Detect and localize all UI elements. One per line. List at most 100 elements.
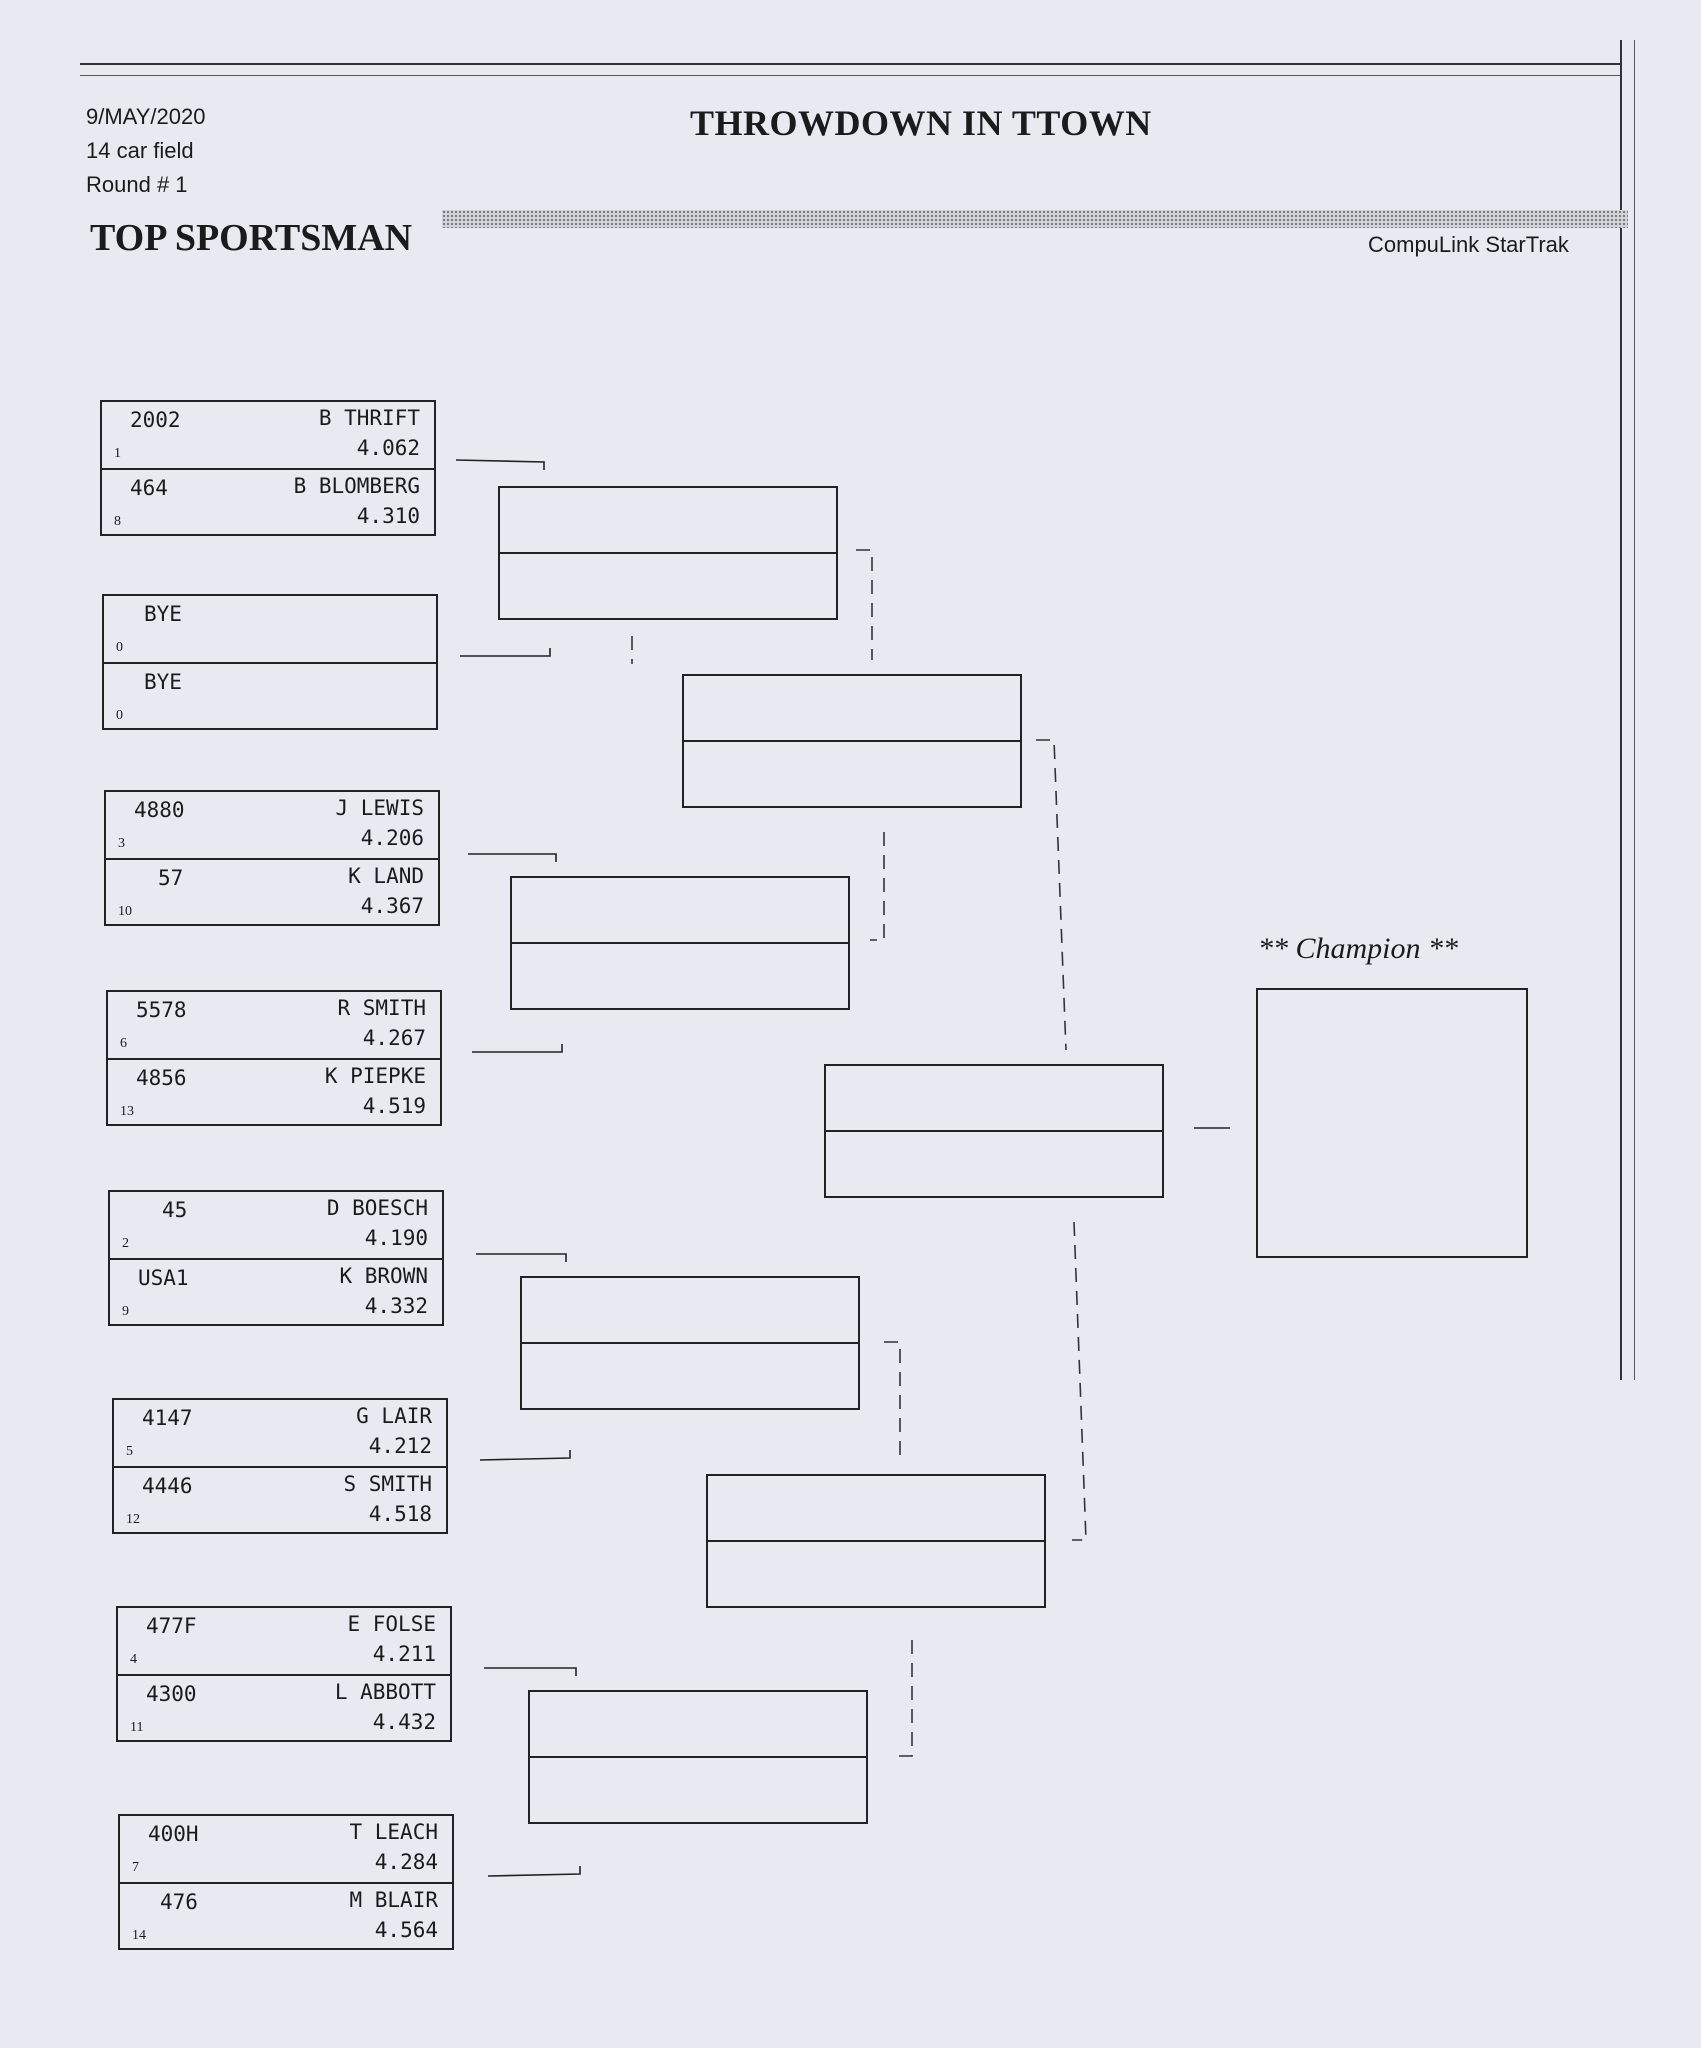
connector-line [884,1341,901,1460]
pairing-2: BYE 0 BYE 0 [102,594,438,730]
pairing-1: 2002 B THRIFT 4.062 1 464 B BLOMBERG 4.3… [100,400,436,536]
lane-bottom: BYE 0 [104,662,436,730]
seed-number: 1 [114,446,121,461]
car-number: USA1 [138,1266,189,1290]
connector-line [460,648,551,657]
elapsed-time: 4.190 [364,1226,428,1250]
seed-number: 2 [122,1236,129,1251]
page-border-top [80,63,1622,76]
car-number: 2002 [130,408,181,432]
final-slot [824,1064,1164,1198]
class-title: TOP SPORTSMAN [90,217,413,259]
pairing-7: 477F E FOLSE 4.211 4 4300 L ABBOTT 4.432… [116,1606,452,1742]
seed-number: 13 [120,1104,134,1119]
elapsed-time: 4.267 [362,1026,426,1050]
seed-number: 9 [122,1304,129,1319]
seed-number: 14 [132,1928,146,1943]
driver-name: R SMITH [337,996,426,1020]
round-number: Round # 1 [86,172,188,197]
semifinal-slot-2 [706,1474,1046,1608]
elapsed-time: 4.332 [364,1294,428,1318]
connector-line [476,1253,567,1262]
car-number: 4880 [134,798,185,822]
car-number: 57 [158,866,184,890]
car-number: BYE [144,602,182,626]
lane-bottom: 57 K LAND 4.367 10 [106,858,438,926]
car-number: 5578 [136,998,187,1022]
car-number: 464 [130,476,168,500]
lane-bottom: 464 B BLOMBERG 4.310 8 [102,468,434,536]
software-credit: CompuLink StarTrak [1368,232,1569,257]
connector-line [856,549,873,660]
round2-slot-3 [520,1276,860,1410]
connector-line [468,853,557,862]
pairing-4: 5578 R SMITH 4.267 6 4856 K PIEPKE 4.519… [106,990,442,1126]
lane-top: BYE 0 [104,596,436,662]
car-number: 45 [162,1198,188,1222]
connector-line [484,1667,577,1676]
field-size: 14 car field [86,138,194,163]
pairing-6: 4147 G LAIR 4.212 5 4446 S SMITH 4.518 1… [112,1398,448,1534]
elapsed-time: 4.518 [368,1502,432,1526]
connector-line [479,1450,571,1461]
driver-name: B BLOMBERG [293,474,420,498]
lane-top: 4147 G LAIR 4.212 5 [114,1400,446,1466]
car-number: 476 [160,1890,198,1914]
elapsed-time: 4.310 [356,504,420,528]
connector-line [1072,1221,1087,1541]
car-number: 477F [146,1614,197,1638]
connector-line [1036,739,1067,1051]
seed-number: 0 [116,640,123,655]
champion-label: ** Champion ** [1258,932,1459,965]
lane-top: 5578 R SMITH 4.267 6 [108,992,440,1058]
elapsed-time: 4.432 [372,1710,436,1734]
driver-name: B THRIFT [318,406,420,430]
elapsed-time: 4.564 [374,1918,438,1942]
seed-number: 0 [116,708,123,723]
seed-number: 5 [126,1444,133,1459]
lane-bottom: USA1 K BROWN 4.332 9 [110,1258,442,1326]
event-title: THROWDOWN IN TTOWN [690,103,1152,143]
seed-number: 3 [118,836,125,851]
driver-name: K BROWN [339,1264,428,1288]
car-number: BYE [144,670,182,694]
connector-line [472,1044,563,1053]
seed-number: 4 [130,1652,137,1667]
elapsed-time: 4.367 [360,894,424,918]
driver-name: E FOLSE [347,1612,436,1636]
driver-name: T LEACH [349,1820,438,1844]
pairing-3: 4880 J LEWIS 4.206 3 57 K LAND 4.367 10 [104,790,440,926]
driver-name: J LEWIS [335,796,424,820]
seed-number: 7 [132,1860,139,1875]
car-number: 4856 [136,1066,187,1090]
seed-number: 11 [130,1720,144,1735]
pairing-8: 400H T LEACH 4.284 7 476 M BLAIR 4.564 1… [118,1814,454,1950]
lane-top: 400H T LEACH 4.284 7 [120,1816,452,1882]
car-number: 400H [148,1822,199,1846]
connector-line [455,459,545,470]
elapsed-time: 4.212 [368,1434,432,1458]
seed-number: 10 [118,904,132,919]
lane-top: 477F E FOLSE 4.211 4 [118,1608,450,1674]
dotted-header-bar [442,210,1628,228]
driver-name: S SMITH [343,1472,432,1496]
elapsed-time: 4.211 [372,1642,436,1666]
connector-line [870,832,885,941]
round2-slot-2 [510,876,850,1010]
page-border-right [1620,40,1635,1380]
driver-name: G LAIR [356,1404,432,1428]
elapsed-time: 4.284 [374,1850,438,1874]
car-number: 4147 [142,1406,193,1430]
seed-number: 6 [120,1036,127,1051]
driver-name: M BLAIR [349,1888,438,1912]
car-number: 4446 [142,1474,193,1498]
driver-name: D BOESCH [326,1196,428,1220]
semifinal-slot-1 [682,674,1022,808]
round2-slot-1 [498,486,838,620]
seed-number: 8 [114,514,121,529]
connector-line [487,1866,581,1877]
lane-bottom: 4300 L ABBOTT 4.432 11 [118,1674,450,1742]
lane-bottom: 476 M BLAIR 4.564 14 [120,1882,452,1950]
driver-name: L ABBOTT [334,1680,436,1704]
